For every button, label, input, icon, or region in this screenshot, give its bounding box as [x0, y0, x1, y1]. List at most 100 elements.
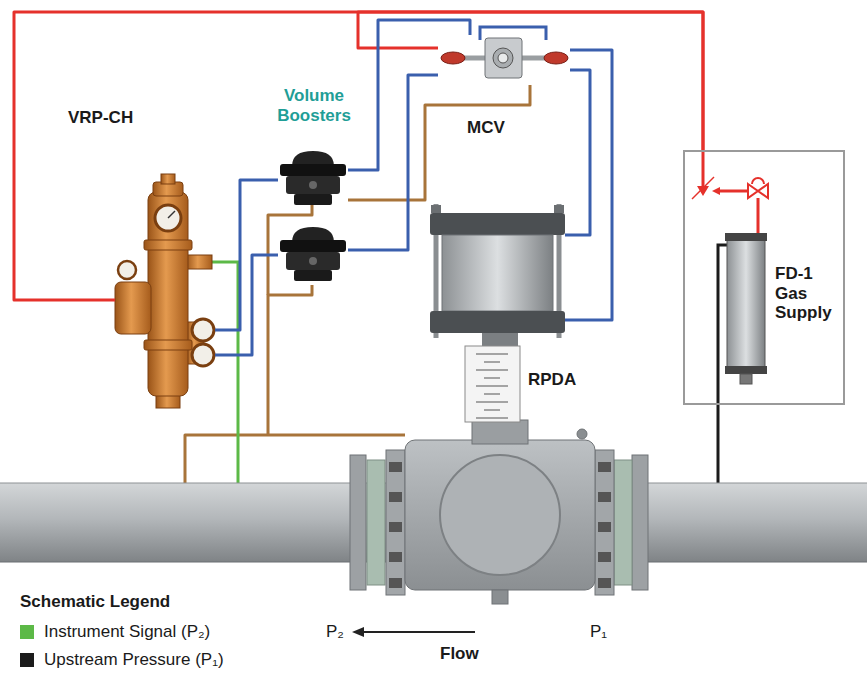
- gas-supply-symbols: [727, 237, 765, 370]
- pilot-regulator-node: VRP-CH: [115, 180, 215, 405]
- valve-body: [632, 455, 648, 590]
- gas-supply-symbols: [692, 177, 768, 384]
- volume-booster-symbol: [292, 151, 334, 166]
- pilot-regulator: [118, 261, 136, 279]
- legend-row: Instrument Signal (P₂): [20, 622, 210, 642]
- flow-arrow: [352, 627, 475, 637]
- position-indicator: [484, 410, 500, 411]
- pilot-regulator: [144, 340, 192, 350]
- position-indicator: [465, 346, 520, 422]
- valve-body: [598, 552, 611, 562]
- valve-body: [440, 455, 560, 575]
- legend-swatch: [20, 625, 34, 639]
- legend-row: Upstream Pressure (P₁): [20, 650, 224, 670]
- flow-arrow: [362, 631, 475, 633]
- instrument-signal-tubing: [212, 262, 238, 483]
- gas-supply-symbols: [725, 366, 767, 374]
- position-indicator: [476, 402, 508, 403]
- legend-text: Upstream Pressure (P₁): [44, 650, 224, 670]
- pilot-regulator: [192, 344, 214, 366]
- tubing-line: [565, 50, 612, 320]
- tubing-line: [215, 255, 278, 355]
- legend-text: Instrument Signal (P₂): [44, 622, 210, 642]
- valve-body: [614, 460, 632, 585]
- valve-body: [595, 450, 614, 595]
- tubing-line: [14, 12, 703, 300]
- position-indicator: [476, 354, 508, 355]
- flow-label: P₁: [590, 622, 607, 642]
- component-label: MCV: [467, 118, 505, 138]
- tubing-line: [565, 70, 590, 235]
- manifold-control-valve: [493, 48, 513, 68]
- volume-booster-symbol: [280, 240, 346, 252]
- sensing-tubing: [268, 285, 312, 435]
- tubing-line: [358, 12, 703, 150]
- position-indicator: [476, 386, 508, 387]
- instrument-signal-tubing: [212, 262, 238, 483]
- piston-actuator: [431, 205, 441, 213]
- pilot-regulator: [186, 255, 212, 269]
- valve-body: [405, 440, 595, 590]
- gas-supply-symbols: [740, 374, 752, 384]
- component-label: Volume Boosters: [268, 86, 360, 125]
- upstream-pressure-tubing: [718, 245, 727, 483]
- supply-tubing: [716, 190, 748, 193]
- valve-body: [389, 492, 402, 502]
- legend-swatch: [20, 653, 34, 667]
- position-indicator: [476, 370, 508, 371]
- gas-supply-symbols: [712, 187, 720, 195]
- valve-body: [389, 522, 402, 532]
- manifold-control-valve: [498, 53, 508, 63]
- component-label: VRP-CH: [68, 108, 133, 128]
- gas-supply-symbols: [692, 177, 714, 199]
- gas-supply-symbols: [752, 178, 764, 184]
- manifold-control-valve: [522, 56, 546, 61]
- piston-actuator: [442, 235, 553, 311]
- pilot-regulator: [192, 319, 214, 341]
- volume-booster-symbol: [294, 270, 332, 281]
- valve-body: [386, 450, 405, 595]
- gas-supply-panel: FD-1 Gas Supply: [683, 150, 845, 405]
- position-indicator: [484, 394, 500, 395]
- tubing-line: [348, 75, 438, 250]
- valve-body: [350, 420, 648, 604]
- valve-body: [598, 462, 611, 472]
- manifold-control-valve: [441, 52, 465, 64]
- volume-booster-symbol: [280, 164, 346, 176]
- valve-body: [367, 460, 385, 585]
- valve-body: [598, 578, 611, 588]
- supply-tubing: [702, 150, 705, 186]
- flow-arrow: [352, 627, 364, 637]
- piston-actuator: [430, 204, 565, 338]
- volume-booster-symbol: [286, 252, 340, 270]
- piston-actuator: [554, 205, 564, 213]
- valve-body: [389, 462, 402, 472]
- volume-booster-symbol: [280, 151, 346, 205]
- component-label: RPDA: [528, 370, 576, 390]
- upstream-pressure-tubing: [718, 245, 727, 483]
- valve-body: [598, 522, 611, 532]
- component-label: FD-1 Gas Supply: [775, 264, 839, 323]
- position-indicator: [484, 362, 500, 363]
- pilot-regulator: [148, 192, 188, 396]
- actuator-node: RPDA: [430, 206, 565, 336]
- gas-supply-symbols: [725, 233, 767, 241]
- pilot-regulator: [115, 282, 151, 334]
- flow-label: P₂: [326, 622, 344, 642]
- piston-actuator: [430, 311, 565, 333]
- flow-label: Flow: [440, 644, 479, 664]
- position-indicator: [476, 418, 508, 419]
- valve-body: [492, 590, 508, 604]
- valve-body: [389, 552, 402, 562]
- valve-body: [350, 455, 366, 590]
- position-indicator: [484, 378, 500, 379]
- gas-supply-symbols: [748, 184, 768, 198]
- manifold-valve-node: MCV: [438, 35, 570, 85]
- volume-booster-symbol: [309, 181, 317, 189]
- manifold-control-valve: [485, 38, 522, 78]
- volume-booster-symbol: [286, 176, 340, 194]
- pilot-regulator: [144, 240, 192, 250]
